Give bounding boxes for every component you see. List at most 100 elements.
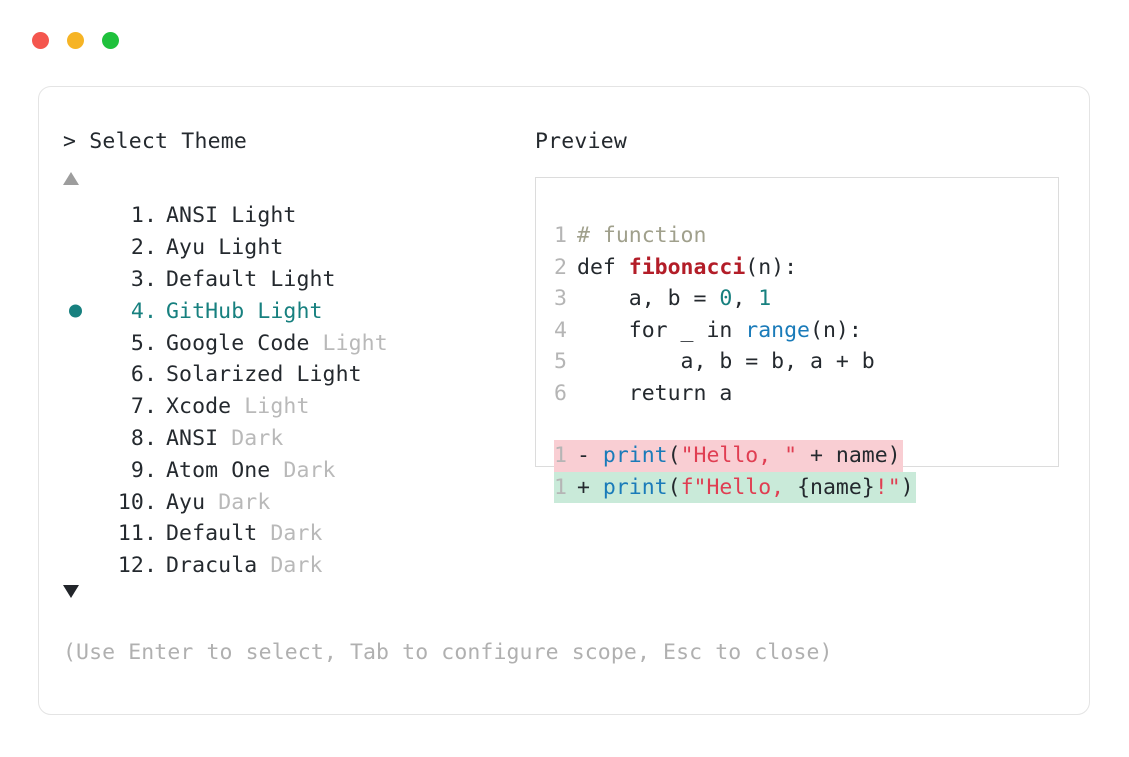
theme-item-name: Dracula [166,553,271,579]
code-token: ( [667,474,681,500]
diff-sign: - [577,443,603,468]
code-line: 3 a, b = 0, 1 [554,283,875,315]
code-token: print [602,443,668,468]
theme-item-variant: Dark [270,553,323,579]
theme-item-index: 1. [117,203,157,229]
code-token: !" [874,474,901,500]
select-theme-heading: > Select Theme [63,129,248,154]
theme-item-variant: Dark [270,521,323,547]
code-token: (n): [810,317,862,343]
theme-item-variant: Light [244,394,310,420]
preview-column: Preview [535,131,1065,153]
code-line: 2 def fibonacci(n): [554,252,875,284]
theme-item-variant: Dark [231,425,284,451]
theme-item-index: 11. [117,521,157,547]
code-token: f"Hello, [680,474,798,500]
theme-item-name: Ayu [166,489,219,515]
theme-item-index: 3. [117,266,157,292]
selected-indicator-dot [69,304,82,318]
theme-item-variant: Light [231,203,297,229]
theme-item-name: Ayu [166,235,219,261]
line-number: 4 [554,317,567,343]
theme-item-index: 4. [117,298,157,324]
code-token: "Hello, " [680,443,798,468]
theme-item-index: 2. [117,235,157,261]
theme-item-index: 7. [117,394,157,420]
theme-item-variant: Light [270,266,336,292]
code-token: {name} [797,474,875,500]
theme-item-variant: Light [218,235,284,261]
theme-item-name: Xcode [166,394,245,420]
line-number: 2 [554,254,567,280]
code-token: a, b = b, a + b [577,349,875,374]
theme-item-name: GitHub [166,298,258,324]
theme-item-index: 12. [117,553,157,579]
theme-item-variant: Dark [218,489,271,515]
theme-item-name: Solarized [166,362,297,388]
line-number: 1 [554,443,567,468]
diff-line-added: 1 + print(f"Hello, {name}!") [554,471,916,503]
code-token: for _ in [577,317,746,343]
diff-line-removed: 1- print("Hello, " + name) [554,440,903,472]
code-token: return a [577,380,733,406]
code-token: def [577,254,629,280]
theme-list-item[interactable]: 8. ANSI Dark [63,423,523,455]
close-window-button[interactable] [32,32,49,49]
theme-list-item[interactable]: 12. Dracula Dark [63,550,523,582]
code-token: a, b = [577,286,720,311]
code-token: ( [667,443,681,468]
theme-item-index: 10. [117,489,157,515]
window-traffic-lights [32,32,119,49]
theme-item-index: 6. [117,362,157,388]
theme-item-name: ANSI [166,425,232,451]
triangle-down-icon[interactable] [63,585,81,601]
code-token: 1 [758,286,772,311]
triangle-up-icon[interactable] [63,172,81,188]
code-token: 0 [719,286,733,311]
code-token: # function [577,223,707,248]
theme-item-index: 5. [117,330,157,356]
code-line: 5 a, b = b, a + b [554,346,875,378]
code-token: + name) [797,443,901,468]
code-token: (n): [745,254,798,280]
theme-item-index: 8. [117,425,157,451]
theme-item-variant: Light [296,362,362,388]
theme-list-item[interactable]: 3. Default Light [63,264,523,296]
line-number: 1 [554,474,567,500]
theme-item-name: Default [166,266,271,292]
theme-item-name: Atom One [166,457,284,483]
code-token: , [732,286,759,311]
code-line: 1 # function [554,220,875,252]
theme-list-item[interactable]: 11.Default Dark [63,518,523,550]
maximize-window-button[interactable] [102,32,119,49]
theme-list-item[interactable]: 5.Google Code Light [63,327,523,359]
line-number: 3 [554,286,567,311]
theme-item-variant: Light [257,298,323,324]
theme-list-item[interactable]: 2. Ayu Light [63,232,523,264]
line-number: 6 [554,380,567,406]
theme-list-item[interactable]: 6. Solarized Light [63,359,523,391]
theme-list-item[interactable]: 7. Xcode Light [63,391,523,423]
line-number: 1 [554,223,567,248]
code-token: range [745,317,811,343]
keyboard-hint-text: (Use Enter to select, Tab to configure s… [63,640,833,665]
minimize-window-button[interactable] [67,32,84,49]
theme-item-variant: Light [322,330,388,356]
theme-list-item[interactable]: 10. Ayu Dark [63,486,523,518]
diff-sign: + [577,474,603,500]
theme-list-item[interactable]: 9.Atom One Dark [63,454,523,486]
theme-list-item[interactable]: 4. GitHub Light [63,295,523,327]
diff-sample: 1- print("Hello, " + name)1+ print(f"Hel… [554,440,916,503]
code-token: ) [900,474,914,500]
code-token: print [602,474,668,500]
theme-list: 1. ANSI Light 2. Ayu Light 3. Default Light… [63,200,523,582]
preview-heading: Preview [535,129,628,154]
code-line: 4 for _ in range(n): [554,315,875,347]
line-number: 5 [554,349,567,374]
theme-item-name: ANSI [166,203,232,229]
theme-list-item[interactable]: 1. ANSI Light [63,200,523,232]
code-line: 6 return a [554,378,875,410]
code-token: fibonacci [628,254,746,280]
